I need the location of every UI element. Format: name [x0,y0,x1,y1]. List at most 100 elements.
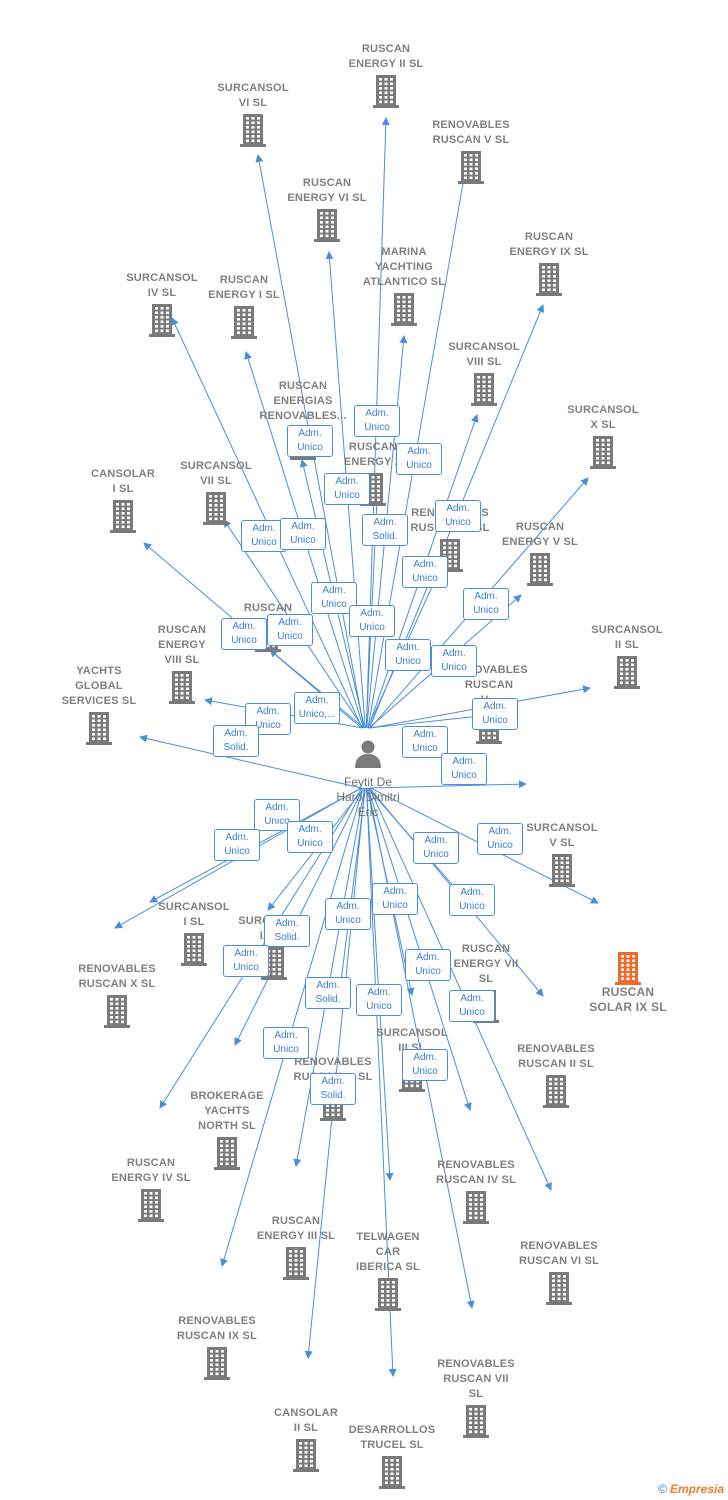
badge-role: Adm. [373,517,397,528]
company-node[interactable]: BROKERAGE YACHTS NORTH SL [162,1089,292,1170]
company-node[interactable]: RUSCAN ENERGY II SL [321,42,451,108]
company-node[interactable]: MARINA YACHTING ATLANTICO SL [339,245,469,326]
company-node[interactable]: SURCANSOL VIII SL [419,340,549,406]
role-badge[interactable]: Adm.Unico [356,984,402,1016]
company-name: DESARROLLOS TRUCEL SL [348,1424,436,1451]
company-node[interactable]: RUSCAN ENERGY VIII SL [117,623,247,704]
badge-type: Unico [334,490,360,501]
brand-footer[interactable]: ©Empresia [658,1482,724,1496]
company-name: CANSOLAR I SL [91,468,155,495]
role-badge[interactable]: Adm.Unico [402,726,448,758]
company-node[interactable]: RUSCAN ENERGY I SL [179,273,309,339]
role-badge[interactable]: Adm.Unico [325,898,371,930]
role-badge[interactable]: Adm.Unico [280,518,326,550]
role-badge[interactable]: Adm.Unico [405,949,451,981]
badge-role: Adm. [416,952,440,963]
role-badge[interactable]: Adm.Unico [372,883,418,915]
company-node[interactable]: DESARROLLOS TRUCEL SL [327,1423,457,1489]
company-node[interactable]: RENOVABLES RUSCAN IV SL [411,1158,541,1224]
role-badge[interactable]: Adm.Solid. [362,514,408,546]
role-badge[interactable]: Adm. Unico [402,1049,448,1081]
role-badge[interactable]: Adm.Unico [223,945,269,977]
building-icon [86,712,112,745]
company-node[interactable]: RUSCAN ENERGY V SL [475,520,605,586]
role-badge[interactable]: Adm.Unico [324,473,370,505]
company-name: RENOVABLES RUSCAN IV SL [435,1159,517,1186]
center-person[interactable]: Feytit De Haro Dimitri Eric [308,738,428,820]
building-icon [283,1247,309,1280]
badge-type: Unico [297,838,323,849]
company-node[interactable]: RENOVABLES RUSCAN VII SL [411,1357,541,1438]
role-badge[interactable]: Adm.Unico [402,556,448,588]
badge-type: Unico [423,849,449,860]
company-name: SURCANSOL V SL [526,822,598,849]
role-badge[interactable]: Adm.Unico [349,605,395,637]
company-node[interactable]: SURCANSOL I SL [129,900,259,966]
role-badge[interactable]: Adm.Unico [472,698,518,730]
company-node[interactable]: YACHTS GLOBAL SERVICES SL [34,664,164,745]
company-node[interactable]: RENOVABLES RUSCAN X SL [52,962,182,1028]
building-icon [543,1075,569,1108]
building-icon [471,373,497,406]
company-node[interactable]: SURCANSOL V SL [497,821,627,887]
company-node[interactable]: RENOVABLES RUSCAN II SL [491,1042,621,1108]
role-badge[interactable]: Adm.Unico [221,618,267,650]
building-icon [546,1272,572,1305]
role-badge[interactable]: Adm.Unico [241,520,287,552]
role-badge[interactable]: Adm.Unico [449,884,495,916]
role-badge[interactable]: Adm.Unico [441,753,487,785]
role-badge[interactable]: Adm.Solid. [305,977,351,1009]
company-node[interactable]: RUSCAN ENERGY IX SL [484,230,614,296]
company-name: SURCANSOL VI SL [217,82,289,109]
role-badge[interactable]: Adm.Solid. [264,915,310,947]
company-node[interactable]: CANSOLAR II SL [241,1406,371,1472]
role-badge[interactable]: Adm.Unico [254,799,300,831]
badge-type: Unico [412,1066,438,1077]
company-node[interactable]: RUSCAN ENERGY III SL [231,1214,361,1280]
building-icon [373,75,399,108]
company-node[interactable]: SURCANSOL IV SL [97,271,227,337]
role-badge[interactable]: Adm.Solid. [213,725,259,757]
role-badge[interactable]: Adm.Unico [214,829,260,861]
role-badge[interactable]: Adm.Unico [354,405,400,437]
badge-type: Unico [482,715,508,726]
role-badge[interactable]: Adm.Unico [287,425,333,457]
role-badge[interactable]: Adm.Unico [287,821,333,853]
company-node[interactable]: RUSCAN SOLAR IX SL [563,949,693,1015]
company-node[interactable]: SURCANSOL VII SL [151,459,281,525]
role-badge[interactable]: Adm.Unico [396,443,442,475]
role-badge[interactable]: Adm.Unico [431,645,477,677]
role-badge[interactable]: Adm.Unico [463,588,509,620]
company-node[interactable]: RUSCAN ENERGY IV SL [86,1156,216,1222]
company-node[interactable]: SURCANSOL II SL [562,623,692,689]
role-badge[interactable]: Adm.Unico [435,500,481,532]
person-icon [355,740,381,768]
role-badge[interactable]: Adm.Unico,... [294,692,340,724]
company-node[interactable]: RENOVABLES RUSCAN IX SL [152,1314,282,1380]
role-badge[interactable]: Adm.Unico [449,990,495,1022]
company-node[interactable]: CANSOLAR I SL [58,467,188,533]
building-icon [527,553,553,586]
badge-role: Adm. [365,408,389,419]
role-badge[interactable]: Adm.Unico [267,614,313,646]
role-badge[interactable]: Adm.Solid. [310,1073,356,1105]
building-icon [549,854,575,887]
company-node[interactable]: SURCANSOL VI SL [188,81,318,147]
role-badge[interactable]: Adm.Unico [263,1027,309,1059]
role-badge[interactable]: Adm.Unico [477,823,523,855]
badge-role: Adm. [413,1052,437,1063]
company-node[interactable]: SURCANSOL X SL [538,403,668,469]
role-badge[interactable]: Adm.Unico [245,703,291,735]
company-name: RENOVABLES RUSCAN V SL [432,119,510,146]
company-node[interactable]: TELWAGEN CAR IBERICA SL [323,1230,453,1311]
role-badge[interactable]: Adm.Unico [311,582,357,614]
badge-role: Adm. [278,617,302,628]
badge-role: Adm. [224,728,248,739]
role-badge[interactable]: Adm.Unico [413,832,459,864]
badge-role: Adm. [360,608,384,619]
company-node[interactable]: RENOVABLES RUSCAN V SL [406,118,536,184]
edge-20 [368,711,491,729]
company-node[interactable]: RENOVABLES RUSCAN VI SL [494,1239,624,1305]
company-node[interactable]: RUSCAN ENERGY VI SL [262,176,392,242]
role-badge[interactable]: Adm.Unico [385,639,431,671]
